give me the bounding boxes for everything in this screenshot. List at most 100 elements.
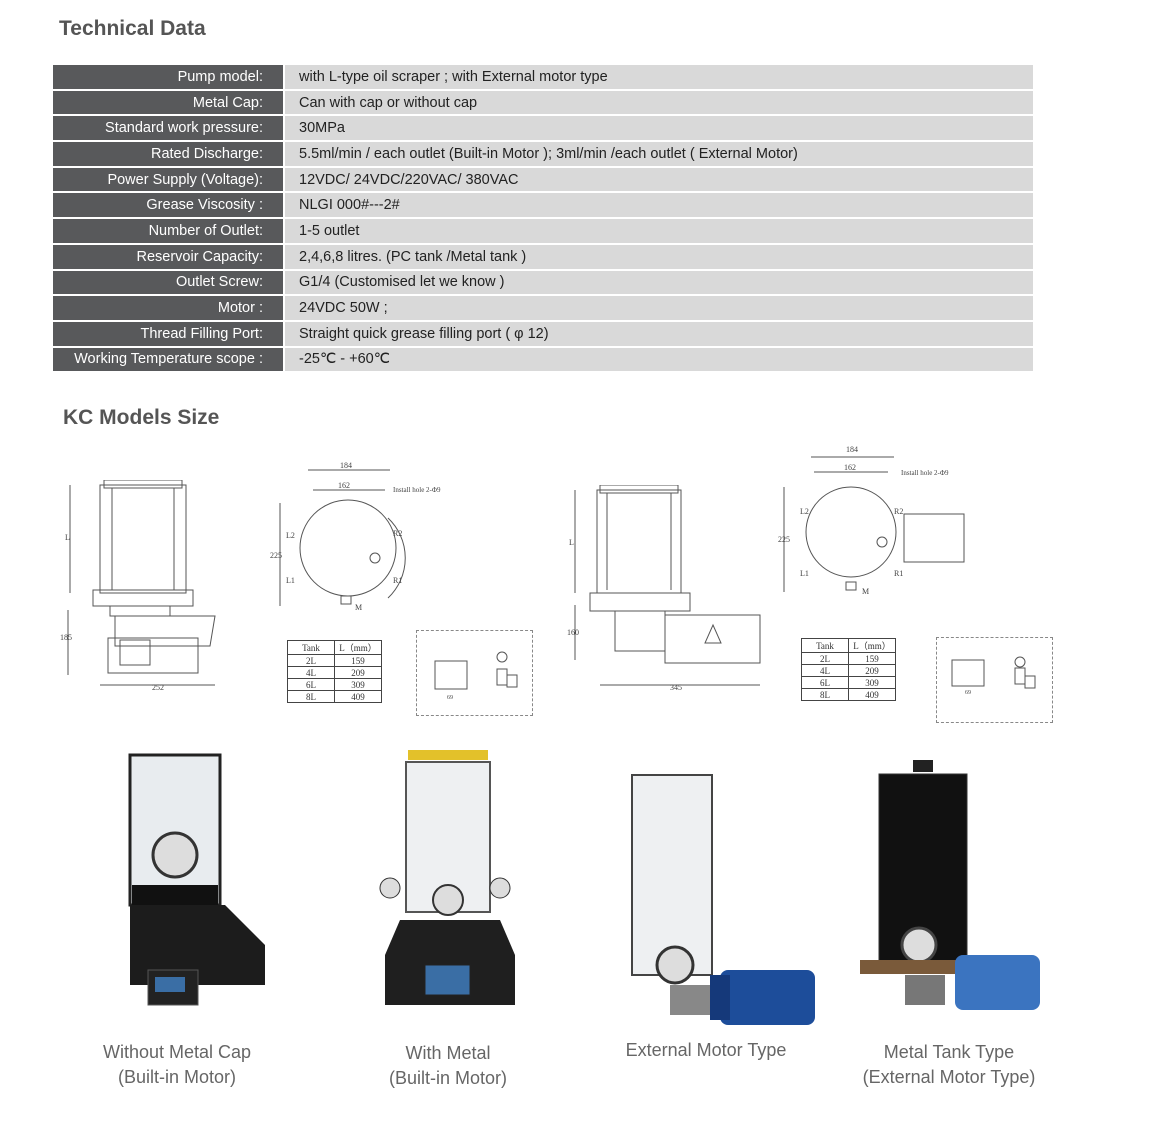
- tank-cell: 409: [334, 690, 382, 703]
- tank-cell: 159: [334, 654, 382, 667]
- port-R1: R1: [393, 576, 402, 585]
- spec-label: Metal Cap:: [53, 90, 283, 115]
- detail-width-ext: 69: [965, 690, 971, 696]
- spec-row: Reservoir Capacity:2,4,6,8 litres. (PC t…: [53, 244, 1033, 269]
- spec-value: G1/4 (Customised let we know ): [285, 270, 1033, 295]
- built-in-motor-top-drawing: 184 162 Install hole 2-Φ9 225 L2 L1 R2 R…: [270, 461, 441, 612]
- tank-cell: 8L: [287, 690, 335, 703]
- dim-184: 184: [340, 461, 352, 470]
- spec-value: 12VDC/ 24VDC/220VAC/ 380VAC: [285, 167, 1033, 192]
- spec-row: Thread Filling Port:Straight quick greas…: [53, 321, 1033, 346]
- spec-label: Outlet Screw:: [53, 270, 283, 295]
- spec-row: Motor :24VDC 50W ;: [53, 296, 1033, 320]
- spec-divider: [283, 321, 285, 346]
- dim-L-ext: L: [569, 538, 574, 547]
- tank-header-cell: L（mm）: [848, 638, 896, 653]
- dim-184-ext: 184: [846, 445, 858, 454]
- tank-cell: 8L: [801, 688, 849, 701]
- tank-cell: 309: [334, 678, 382, 691]
- tank-cell: 2L: [287, 654, 335, 667]
- spec-divider: [283, 116, 285, 141]
- tank-cell: 6L: [287, 678, 335, 691]
- tank-cell: 209: [848, 664, 896, 677]
- spec-value: NLGI 000#---2#: [285, 193, 1033, 218]
- port-R1-ext: R1: [894, 569, 903, 578]
- spec-label: Reservoir Capacity:: [53, 244, 283, 269]
- port-L2-ext: L2: [800, 507, 809, 516]
- dim-L: L: [65, 533, 70, 542]
- install-hole-label-ext: Install hole 2-Φ9: [901, 469, 949, 477]
- models-size-heading: KC Models Size: [63, 406, 220, 429]
- spec-value: Straight quick grease filling port ( φ 1…: [285, 321, 1033, 346]
- port-M-ext: M: [862, 587, 869, 596]
- spec-value: 5.5ml/min / each outlet (Built-in Motor …: [285, 142, 1033, 166]
- detail-box-left: 69: [416, 630, 533, 716]
- dim-225-ext: 225: [778, 535, 790, 544]
- external-motor-side-drawing: L 160 345: [567, 485, 761, 692]
- product-photo-without-metal-cap: [128, 753, 265, 1006]
- spec-divider: [283, 193, 285, 218]
- spec-row: Pump model:with L-type oil scraper ; wit…: [53, 65, 1033, 89]
- spec-table: Pump model:with L-type oil scraper ; wit…: [53, 63, 1033, 373]
- tank-header-cell: Tank: [801, 638, 849, 653]
- spec-value: 24VDC 50W ;: [285, 296, 1033, 320]
- spec-label: Grease Viscosity :: [53, 193, 283, 218]
- caption-with-metal: With Metal(Built-in Motor): [318, 1041, 578, 1091]
- caption-line1: External Motor Type: [625, 1040, 787, 1060]
- caption-line2: (Built-in Motor): [388, 1068, 508, 1088]
- dim-162-ext: 162: [844, 463, 856, 472]
- spec-divider: [283, 65, 285, 89]
- tank-header-cell: Tank: [287, 640, 335, 655]
- install-hole-label: Install hole 2-Φ9: [393, 486, 441, 494]
- spec-value: with L-type oil scraper ; with External …: [285, 65, 1033, 89]
- spec-label: Pump model:: [53, 65, 283, 89]
- tank-cell: 409: [848, 688, 896, 701]
- built-in-motor-side-drawing: L 185 252: [60, 480, 216, 692]
- spec-row: Number of Outlet:1-5 outlet: [53, 219, 1033, 243]
- dim-width-ext: 345: [670, 683, 682, 692]
- spec-divider: [283, 270, 285, 295]
- tank-cell: 309: [848, 676, 896, 689]
- spec-label: Motor :: [53, 296, 283, 320]
- spec-label: Working Temperature scope :: [53, 347, 283, 372]
- spec-divider: [283, 167, 285, 192]
- caption-line2: (External Motor Type): [862, 1067, 1036, 1087]
- spec-label: Rated Discharge:: [53, 142, 283, 166]
- port-L1-ext: L1: [800, 569, 809, 578]
- spec-label: Number of Outlet:: [53, 219, 283, 243]
- spec-label: Standard work pressure:: [53, 116, 283, 141]
- external-motor-top-drawing: 184 162 Install hole 2-Φ9 225 L2 L1 R2 R…: [778, 445, 965, 596]
- port-L2: L2: [286, 531, 295, 540]
- spec-row: Working Temperature scope :-25℃ - +60℃: [53, 347, 1033, 372]
- spec-row: Power Supply (Voltage):12VDC/ 24VDC/220V…: [53, 167, 1033, 192]
- detail-width: 69: [447, 695, 453, 701]
- tank-cell: 2L: [801, 652, 849, 665]
- port-R2: R2: [393, 529, 402, 538]
- product-photo-with-metal: [379, 750, 515, 1005]
- spec-divider: [283, 219, 285, 243]
- tank-cell: 4L: [801, 664, 849, 677]
- dim-width: 252: [152, 683, 164, 692]
- spec-row: Rated Discharge:5.5ml/min / each outlet …: [53, 142, 1033, 166]
- tank-cell: 159: [848, 652, 896, 665]
- detail-box-right: 69: [936, 637, 1053, 723]
- spec-value: 1-5 outlet: [285, 219, 1033, 243]
- caption-without-metal-cap: Without Metal Cap(Built-in Motor): [47, 1040, 307, 1090]
- dim-height-ext: 160: [567, 628, 579, 637]
- tank-cell: 4L: [287, 666, 335, 679]
- product-photo-metal-tank: [860, 760, 1040, 1010]
- spec-row: Outlet Screw:G1/4 (Customised let we kno…: [53, 270, 1033, 295]
- caption-line1: Metal Tank Type: [883, 1042, 1015, 1062]
- dim-height: 185: [60, 633, 72, 642]
- port-R2-ext: R2: [894, 507, 903, 516]
